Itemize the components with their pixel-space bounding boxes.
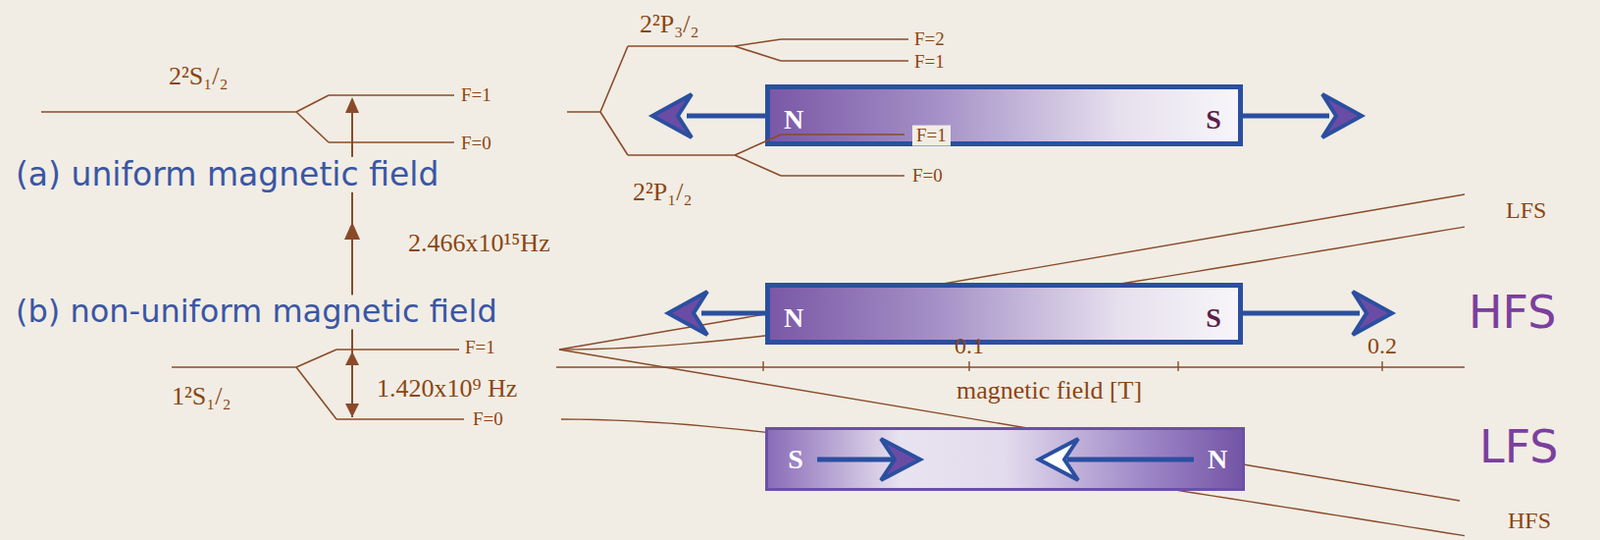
level-line (734, 46, 781, 61)
arrowhead (345, 97, 360, 113)
zeeman-line (561, 418, 1465, 536)
zeeman-lines (559, 194, 1465, 536)
magnet-pole: N (1207, 445, 1228, 473)
axis-title: magnetic field [T] (956, 376, 1142, 406)
axis-tick (968, 361, 970, 371)
level-label: 2²P₁/₂ (632, 178, 693, 207)
force-arrow (1242, 113, 1330, 119)
arrowhead (652, 94, 692, 138)
arrowhead (345, 403, 360, 417)
field-arrow (817, 457, 896, 463)
state-label: F=2 (914, 29, 945, 51)
transition-arrow (344, 97, 361, 417)
level-line (567, 110, 601, 113)
level-line (296, 366, 337, 419)
transition-line (351, 99, 354, 417)
frequency-label: 1.420x10⁹ Hz (376, 374, 517, 404)
level-label: 1²S₁/₂ (171, 382, 232, 412)
level-line (780, 59, 909, 62)
arrowhead (1352, 291, 1393, 335)
arrowhead (668, 291, 708, 335)
level-line (780, 38, 909, 41)
axis-line (556, 365, 1465, 367)
level-line (296, 349, 337, 367)
axis-tick-label: 0.2 (1367, 332, 1397, 359)
level-line (296, 95, 329, 112)
level-line (600, 46, 628, 112)
level-line (328, 141, 455, 144)
level-line (734, 154, 781, 176)
field-axis (556, 361, 1465, 371)
panel-label: (a) uniform magnetic field (11, 156, 443, 193)
seeker-label: LFS (1479, 421, 1558, 472)
zeeman-line (559, 194, 1465, 350)
zeeman-line (559, 226, 1465, 350)
force-arrow (1242, 310, 1360, 316)
magnet-pole: S (1205, 304, 1222, 332)
bar-magnet: NS (765, 84, 1243, 147)
state-label: F=1 (912, 125, 951, 147)
arrowhead (1322, 94, 1362, 138)
axis-tick-label: 0.1 (954, 332, 984, 359)
axis-tick (1177, 361, 1179, 371)
level-line (734, 134, 781, 155)
state-label: LFS (1505, 197, 1547, 223)
seeker-label: HFS (1468, 287, 1556, 338)
frequency-label: 2.466x10¹⁵Hz (408, 229, 551, 259)
arrowhead (344, 221, 361, 240)
magnet-pole: S (787, 445, 804, 473)
state-label: F=1 (914, 51, 945, 73)
arrowhead (880, 438, 921, 480)
force-arrow (686, 113, 766, 119)
level-line (780, 174, 905, 177)
panel-label: (b) non-uniform magnetic field (11, 294, 502, 329)
level-line (41, 110, 297, 113)
magnet-pole: S (1205, 105, 1222, 134)
level-line (627, 154, 735, 156)
level-line (600, 111, 628, 155)
arrowhead (345, 351, 360, 365)
level-label: 2²P₃/₂ (639, 10, 700, 40)
force-arrow (701, 310, 766, 316)
level-line (296, 111, 329, 143)
arrowhead (1038, 438, 1079, 480)
magnet-pole: N (783, 304, 804, 332)
magnet-pole: N (783, 105, 804, 134)
level-line (171, 365, 297, 368)
state-label: F=1 (464, 337, 496, 359)
state-label: F=0 (461, 133, 492, 155)
level-line (734, 39, 781, 47)
bar-magnet: NS (765, 282, 1243, 345)
level-line (780, 133, 905, 136)
state-label: F=1 (461, 85, 492, 106)
level-line (336, 348, 460, 351)
state-label: F=0 (912, 165, 943, 187)
level-label: 2²S₁/₂ (168, 62, 229, 92)
level-line (627, 45, 735, 48)
state-label: HFS (1507, 507, 1551, 533)
axis-tick (762, 361, 764, 371)
level-line (328, 94, 455, 97)
axis-tick (1381, 361, 1383, 371)
level-line (336, 417, 465, 420)
bar-magnet: SN (765, 426, 1245, 491)
state-label: F=0 (472, 409, 504, 430)
field-arrow (1067, 457, 1194, 463)
field-arrows (768, 429, 1242, 488)
